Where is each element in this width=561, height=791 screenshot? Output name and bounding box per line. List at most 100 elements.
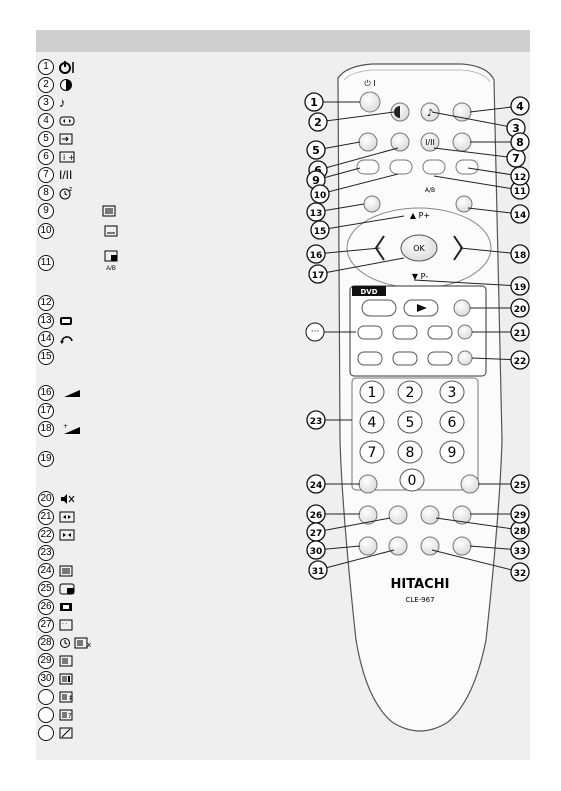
pause-button[interactable] [392, 325, 418, 340]
svg-text:- -: - - [62, 621, 67, 627]
callout-number: 30 [310, 547, 323, 557]
info-icon: i+ [59, 151, 75, 163]
callout-badge [308, 264, 328, 284]
legend-row: 26 [38, 598, 73, 616]
mix-icon [59, 601, 73, 613]
callout-badge [510, 96, 530, 116]
program-up[interactable]: ▲ P+ [410, 211, 430, 220]
legend-row: 19 [38, 450, 59, 468]
mix-button[interactable] [358, 505, 378, 525]
callout-badge [304, 92, 324, 112]
stop-button[interactable] [392, 351, 418, 366]
legend-number: 15 [38, 349, 54, 365]
zoom-in-button[interactable] [457, 324, 473, 340]
callout-leader [315, 247, 381, 255]
callout-leader [319, 215, 405, 231]
callout-number: 4 [516, 100, 524, 113]
callout-number: 22 [514, 357, 527, 367]
subpage-icon: - - [59, 619, 73, 631]
callout-badge [308, 560, 328, 580]
sleep-button[interactable] [452, 132, 472, 152]
zoom-out-button[interactable] [457, 350, 473, 366]
digit-key-1[interactable] [359, 380, 385, 404]
legend-number: 29 [38, 653, 54, 669]
blue-button[interactable] [455, 159, 479, 175]
menu-button[interactable] [363, 195, 381, 213]
time-button[interactable] [420, 505, 440, 525]
index-icon [59, 673, 73, 685]
callout-leader [431, 111, 517, 129]
update-button[interactable] [452, 536, 472, 556]
digit-key-2[interactable] [397, 380, 423, 404]
program-down[interactable]: ▼ P- [412, 272, 428, 281]
ok-button[interactable] [400, 234, 438, 262]
digit-key-4[interactable] [359, 410, 385, 434]
callout-number: 9 [312, 174, 320, 187]
standby-button[interactable] [359, 91, 381, 113]
callout-number: 32 [514, 569, 527, 579]
callout-leader [317, 549, 395, 571]
legend-row: 14 [38, 330, 75, 348]
volume-up-icon: + [62, 423, 82, 435]
callout-number: 23 [310, 417, 323, 427]
hold-button[interactable] [452, 505, 472, 525]
callout-number: 27 [310, 529, 323, 539]
green-button[interactable] [389, 159, 413, 175]
legend-number: 9 [38, 203, 54, 219]
return-button[interactable] [455, 195, 473, 213]
forward-button[interactable] [427, 325, 453, 340]
digit-key-0[interactable] [399, 468, 425, 492]
callout-number: 13 [310, 209, 323, 219]
legend-row: 30 [38, 670, 73, 688]
red-button[interactable] [356, 159, 380, 175]
prev-button[interactable] [357, 351, 383, 366]
yellow-button[interactable] [422, 159, 446, 175]
legend-number: 6 [38, 149, 54, 165]
digit-key-8[interactable] [397, 440, 423, 464]
callout-number: 3 [512, 122, 520, 135]
reveal-button[interactable] [420, 536, 440, 556]
subpage-button[interactable] [388, 505, 408, 525]
callout-leader [319, 173, 399, 195]
dvd-standby-button[interactable] [361, 299, 397, 317]
legend-number: 7 [38, 167, 54, 183]
digit-label: 6 [448, 415, 457, 431]
callout-number: 6 [314, 164, 322, 177]
legend-row: 4 [38, 112, 75, 130]
callout-number: 16 [310, 251, 323, 261]
legend-row: 1 [38, 58, 75, 76]
info-button[interactable] [390, 132, 410, 152]
subtitle-icon [104, 225, 118, 237]
mute-button[interactable] [453, 299, 471, 317]
legend-row: 2 [38, 76, 73, 94]
legend-row: ‡ [38, 688, 75, 706]
source-button[interactable] [358, 132, 378, 152]
size-button[interactable] [388, 536, 408, 556]
legend-number: 8 [38, 185, 54, 201]
digit-key-3[interactable] [439, 380, 465, 404]
legend-row: 6 i+ [38, 148, 75, 166]
legend-number: 19 [38, 451, 54, 467]
legend-number: 13 [38, 313, 54, 329]
teletext-button[interactable] [358, 474, 378, 494]
callout-badge [510, 298, 530, 318]
svg-text:z: z [69, 186, 72, 193]
callout-badge [306, 410, 326, 430]
next-button[interactable] [427, 351, 453, 366]
index-button[interactable] [358, 536, 378, 556]
legend-number: 28 [38, 635, 54, 651]
digit-key-9[interactable] [439, 440, 465, 464]
digit-key-6[interactable] [439, 410, 465, 434]
teletext-icon [102, 205, 116, 217]
sound-button[interactable] [420, 102, 440, 122]
svg-text:i: i [63, 153, 65, 162]
rewind-button[interactable] [357, 325, 383, 340]
return-icon [59, 332, 75, 346]
digit-key-7[interactable] [359, 440, 385, 464]
pip-button[interactable] [460, 474, 480, 494]
dual-button[interactable] [420, 132, 440, 152]
digit-key-5[interactable] [397, 410, 423, 434]
picture-size-button[interactable] [452, 102, 472, 122]
callout-number: 26 [310, 511, 323, 521]
